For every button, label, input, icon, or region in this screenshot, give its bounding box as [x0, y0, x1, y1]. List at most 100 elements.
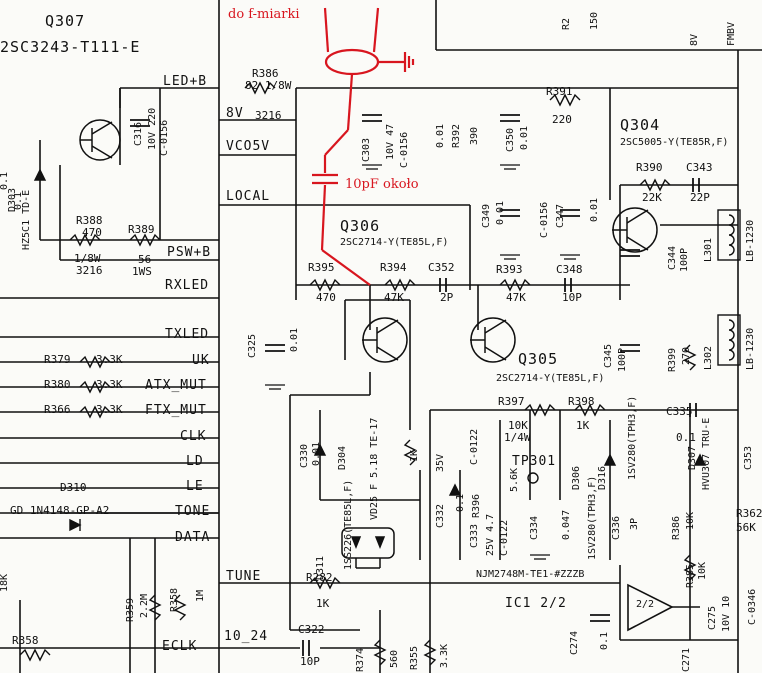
c352-ref: C352 — [428, 261, 455, 274]
r358b-ref: R358 — [169, 587, 180, 612]
l301-ref: L301 — [703, 237, 714, 262]
net-vco5v: VCO5V — [226, 139, 271, 154]
r388-extra: 1/8W — [74, 252, 101, 265]
net-eclk: ECLK — [162, 639, 198, 654]
r393-value: 47K — [506, 291, 526, 304]
q307-ref: Q307 — [45, 12, 86, 30]
d306-ref: D306 — [571, 465, 582, 490]
net-uk: UK — [192, 353, 210, 368]
c345-ref: C345 — [603, 343, 614, 368]
diodes — [33, 168, 707, 532]
r366-ref: R366 — [44, 403, 71, 416]
c322-ref: C322 — [298, 623, 325, 636]
r366-value: 3.3K — [96, 403, 123, 416]
c345-value: 100P — [617, 347, 628, 372]
r18k-value: 18K — [0, 573, 10, 592]
c274-ref: C274 — [569, 630, 580, 655]
resistors — [19, 81, 697, 666]
inductors — [717, 209, 741, 366]
r389-ref: R389 — [128, 223, 155, 236]
net-ftx-mut: FTX_MUT — [145, 403, 207, 418]
capacitors — [130, 114, 700, 656]
net-atx-mut: ATX_MUT — [145, 378, 207, 393]
c335-ref: C335 — [666, 405, 693, 418]
r358b-value: 1M — [195, 589, 206, 602]
r393-ref: R393 — [496, 263, 523, 276]
net-psw-b: PSW+B — [167, 245, 212, 260]
tp301-ref: TP301 — [512, 454, 557, 469]
d316-ref: D316 — [597, 465, 608, 490]
c332-ref: C332 — [435, 503, 446, 528]
d311-box — [341, 527, 395, 569]
c349-ref: C349 — [481, 203, 492, 228]
c316-ref: C316 — [133, 121, 144, 146]
r391-ref: R391 — [546, 85, 573, 98]
r389-extra: 1WS — [132, 265, 152, 278]
r358-ref: R358 — [12, 634, 39, 647]
r386b-ref: R386 — [671, 515, 682, 540]
c303-ref: C303 — [361, 137, 372, 162]
r391-value: 220 — [552, 113, 572, 126]
r386-value: 82 1/8W — [245, 79, 292, 92]
net-clk: CLK — [180, 429, 207, 444]
transistors — [79, 119, 658, 363]
r390-ref: R390 — [636, 161, 663, 174]
r362-value: 56K — [736, 521, 756, 534]
r396-ref: R396 — [471, 493, 482, 518]
r388-ref: R388 — [76, 214, 103, 227]
c347-value: 0.01 — [589, 197, 600, 222]
ic1-opamp — [627, 583, 700, 632]
net-fmbv: FMBV — [726, 21, 737, 46]
c330-ref: C330 — [299, 443, 310, 468]
ground-symbols — [265, 164, 580, 560]
c347-ref: C347 — [555, 203, 566, 228]
r388-value: 470 — [82, 226, 102, 239]
r386-pkg: 3216 — [255, 109, 282, 122]
c322-value: 10P — [300, 655, 320, 668]
r359-ref: R359 — [125, 597, 136, 622]
r396-value: 5.6K — [509, 467, 520, 492]
c0346-value: C-0346 — [747, 588, 758, 625]
net-8v: 8V — [226, 106, 244, 121]
net-ld: LD — [186, 454, 204, 469]
net-tone: TONE — [175, 504, 211, 519]
c001-value: 0.01 — [435, 123, 446, 148]
r394-value: 47K — [384, 291, 404, 304]
r395-value: 470 — [316, 291, 336, 304]
c352-value: 2P — [440, 291, 454, 304]
r374-value: 560 — [389, 649, 400, 668]
r399-ref: R399 — [667, 347, 678, 372]
c0156b-value: C-0156 — [539, 201, 550, 238]
c0122b-value: C-0122 — [499, 519, 510, 556]
c349-value: 0.01 — [495, 200, 506, 225]
r386b-value: 10K — [685, 511, 696, 530]
r282-ref: R282 — [306, 571, 333, 584]
c343-ref: C343 — [686, 161, 713, 174]
red-annotation — [312, 7, 415, 286]
r362-ref: R362 — [736, 507, 762, 520]
c325-ref: C325 — [247, 333, 258, 358]
r397-extra: 1/4W — [504, 431, 531, 444]
net-led-b: LED+B — [163, 74, 208, 89]
r386-ref: R386 — [252, 67, 279, 80]
tp301-point — [527, 472, 539, 484]
d304-part: 1SS226(TE85L,F) — [343, 479, 354, 570]
c333-value: 25V 4.7 — [485, 513, 496, 556]
q306-part: 2SC2714-Y(TE85L,F) — [340, 237, 449, 248]
d310-ref: D310 — [60, 481, 87, 494]
c350-ref: C350 — [505, 127, 516, 152]
net-tune: TUNE — [226, 569, 262, 584]
d304-ref: D304 — [337, 445, 348, 470]
r1k-value: 1K — [409, 449, 420, 462]
net-le: LE — [186, 479, 204, 494]
r355-value: 3.3K — [439, 643, 450, 668]
c316-value: 10V 220 — [147, 107, 158, 150]
c348-value: 10P — [562, 291, 582, 304]
c316-part: C-0156 — [159, 119, 170, 156]
r397-ref: R397 — [498, 395, 525, 408]
ic1-ref: IC1 2/2 — [505, 596, 567, 611]
c336-value: 3P — [629, 517, 640, 530]
annotation-10pf: 10pF około — [345, 177, 419, 192]
